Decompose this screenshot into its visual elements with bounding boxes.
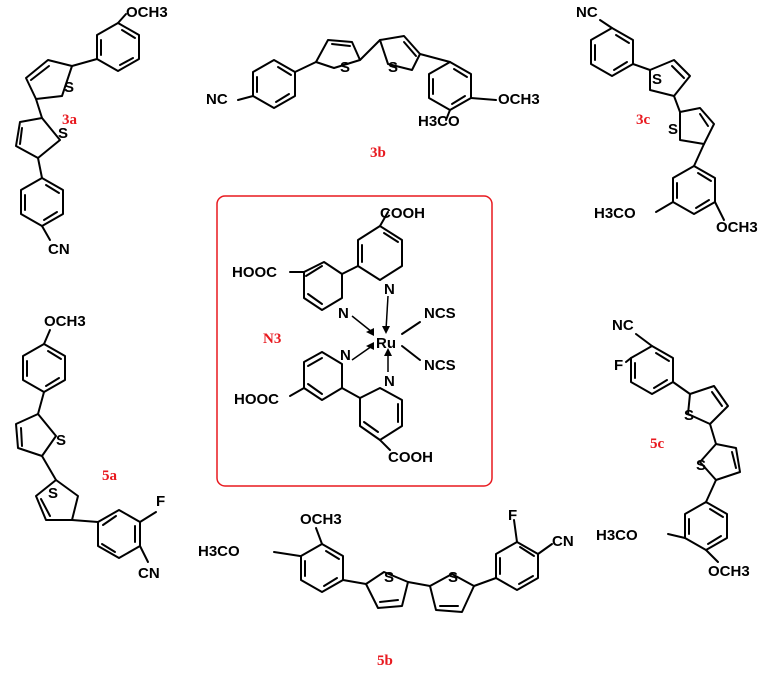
sulfur-label: S bbox=[388, 59, 398, 76]
sulfur-label: S bbox=[48, 485, 58, 502]
hooc-label: HOOC bbox=[234, 391, 279, 408]
cyano-label: CN bbox=[48, 241, 70, 258]
cyano-label: CN bbox=[138, 565, 160, 582]
methoxy-label: OCH3 bbox=[708, 563, 750, 580]
hooc-label: HOOC bbox=[232, 264, 277, 281]
methoxy-label: H3CO bbox=[198, 543, 240, 560]
cyano-label: NC bbox=[576, 4, 598, 21]
methoxy-label: H3CO bbox=[596, 527, 638, 544]
sulfur-label: S bbox=[56, 432, 66, 449]
compound-id-n3: N3 bbox=[263, 331, 281, 347]
compound-id-5c: 5c bbox=[650, 436, 665, 452]
methoxy-label: OCH3 bbox=[44, 313, 86, 330]
methoxy-label: OCH3 bbox=[716, 219, 758, 236]
compound-3a: OCH3 S S CN 3a bbox=[15, 4, 168, 258]
n3-complex: COOH N HOOC N Ru NCS NCS N HOOC N bbox=[216, 195, 493, 487]
nitrogen-label: N bbox=[384, 281, 395, 298]
ncs-label: NCS bbox=[424, 357, 456, 374]
cooh-label: COOH bbox=[388, 449, 433, 466]
compound-id-5a: 5a bbox=[102, 468, 118, 484]
compound-id-3a: 3a bbox=[62, 112, 78, 128]
sulfur-label: S bbox=[58, 125, 68, 142]
sulfur-label: S bbox=[668, 121, 678, 138]
cooh-label: COOH bbox=[380, 205, 425, 222]
compound-id-3b: 3b bbox=[370, 145, 386, 161]
compound-5a: OCH3 S S F CN 5a bbox=[15, 313, 165, 582]
sulfur-label: S bbox=[684, 407, 694, 424]
sulfur-label: S bbox=[340, 59, 350, 76]
methoxy-label: OCH3 bbox=[126, 4, 168, 21]
compound-5c: NC F S S H3CO OCH3 5c bbox=[596, 317, 750, 580]
methoxy-label: H3CO bbox=[418, 113, 460, 130]
sulfur-label: S bbox=[384, 569, 394, 586]
compound-3b: NC S S OCH3 H3CO 3b bbox=[206, 35, 540, 161]
methoxy-label: H3CO bbox=[594, 205, 636, 222]
compound-3c: NC S S H3CO OCH3 3c bbox=[576, 4, 758, 236]
sulfur-label: S bbox=[696, 457, 706, 474]
methoxy-label: OCH3 bbox=[300, 511, 342, 528]
n3-frame bbox=[216, 195, 493, 487]
sulfur-label: S bbox=[64, 79, 74, 96]
sulfur-label: S bbox=[448, 569, 458, 586]
nitrogen-label: N bbox=[340, 347, 351, 364]
ncs-label: NCS bbox=[424, 305, 456, 322]
ru-label: Ru bbox=[376, 335, 396, 352]
nitrogen-label: N bbox=[338, 305, 349, 322]
cyano-label: NC bbox=[612, 317, 634, 334]
cyano-label: NC bbox=[206, 91, 228, 108]
nitrogen-label: N bbox=[384, 373, 395, 390]
fluoro-label: F bbox=[156, 493, 165, 510]
fluoro-label: F bbox=[508, 507, 517, 524]
sulfur-label: S bbox=[652, 71, 662, 88]
methoxy-label: OCH3 bbox=[498, 91, 540, 108]
cyano-label: CN bbox=[552, 533, 574, 550]
fluoro-label: F bbox=[614, 357, 623, 374]
compound-id-5b: 5b bbox=[377, 653, 393, 669]
compound-5b: OCH3 H3CO S S F CN 5b bbox=[198, 507, 574, 669]
compound-id-3c: 3c bbox=[636, 112, 651, 128]
